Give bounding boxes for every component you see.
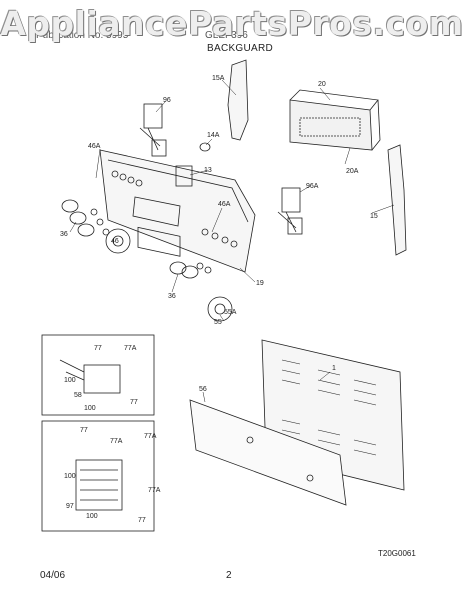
part-13-bracket <box>175 165 193 187</box>
mounting-bracket <box>189 399 347 506</box>
inset-box-lower <box>41 420 155 532</box>
label-46A-middle: 46A <box>218 201 231 208</box>
inset-lower-label-77Ab: 77A <box>144 433 157 440</box>
label-14A: 14A <box>207 132 220 139</box>
switch-assembly-right <box>277 187 303 235</box>
label-20: 20 <box>318 81 326 88</box>
part-14A-lamp <box>199 142 211 152</box>
diagram-code: T20G0061 <box>378 549 416 558</box>
label-19: 19 <box>256 280 264 287</box>
label-15: 15 <box>370 213 378 220</box>
inset-lower-board <box>75 459 123 511</box>
inset-upper-label-77b: 77 <box>130 399 138 406</box>
footer-date: 04/06 <box>40 570 66 581</box>
label-46: 46 <box>111 238 119 245</box>
knob-group-middle <box>169 261 212 279</box>
label-15A: 15A <box>212 75 225 82</box>
section-title: BACKGUARD <box>207 43 274 54</box>
label-1: 1 <box>332 365 336 372</box>
inset-lower-label-77Ac: 77A <box>148 487 161 494</box>
inset-lower-label-77A: 77A <box>110 438 123 445</box>
panel-knob-holes <box>111 170 238 248</box>
inset-lower-label-100b: 100 <box>86 513 98 520</box>
watermark-logo: AppliancePartsPros.com <box>0 4 464 43</box>
inset-lower-label-97: 97 <box>66 503 74 510</box>
label-55: 55 <box>214 319 222 326</box>
inset-lower-label-100a: 100 <box>64 473 76 480</box>
inset-upper-label-100a: 100 <box>64 377 76 384</box>
inset-upper-label-77: 77 <box>94 345 102 352</box>
inset-upper-label-100b: 100 <box>84 405 96 412</box>
switch-assembly-upper <box>139 103 167 157</box>
control-panel-backguard <box>99 149 256 273</box>
label-55A: 55A <box>224 309 237 316</box>
inset-lower-label-77: 77 <box>80 427 88 434</box>
label-96: 96 <box>163 97 171 104</box>
label-36-middle: 36 <box>168 293 176 300</box>
end-cap-right <box>387 144 407 256</box>
leader-lines <box>69 79 395 403</box>
footer-page-number: 2 <box>226 570 232 581</box>
publication-label: Publication No. 5995 <box>36 30 129 41</box>
label-96A: 96A <box>306 183 319 190</box>
label-56: 56 <box>199 386 207 393</box>
oven-control-board <box>289 89 381 151</box>
knob-group-left <box>61 199 110 237</box>
inset-upper-board <box>59 359 121 394</box>
inset-upper-label-58: 58 <box>74 392 82 399</box>
knob-detail-circle-left <box>105 228 131 254</box>
inset-lower-label-77b: 77 <box>138 517 146 524</box>
label-46A-left: 46A <box>88 143 101 150</box>
label-36-left: 36 <box>60 231 68 238</box>
inset-upper-label-77A: 77A <box>124 345 137 352</box>
part-labels: 15A 20 96 14A 46A 13 20A 96A 15 46A 36 4… <box>60 75 378 524</box>
label-13: 13 <box>204 167 212 174</box>
end-cap-left <box>227 59 249 141</box>
label-20A: 20A <box>346 168 359 175</box>
inset-box-upper <box>41 334 155 416</box>
knob-detail-circle-middle <box>207 296 233 322</box>
model-label: GLEF396 <box>205 30 248 41</box>
